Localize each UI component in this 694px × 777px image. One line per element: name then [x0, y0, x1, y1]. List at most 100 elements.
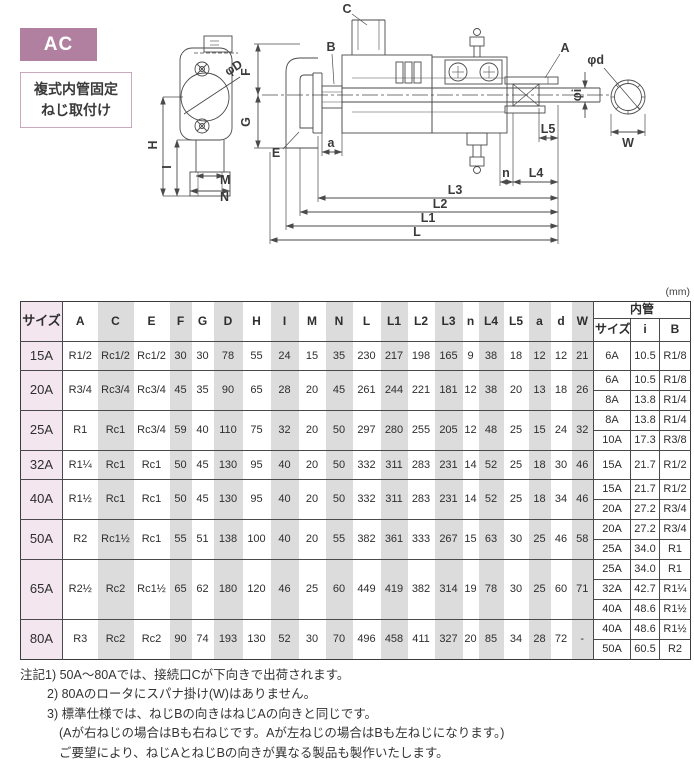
mounting-type-line1: 複式内管固定 — [34, 81, 118, 97]
dim-cell: 496 — [352, 619, 381, 660]
dim-cell: 62 — [191, 559, 214, 620]
dim-label-l: L — [413, 225, 421, 239]
dim-cell: Rc1½ — [97, 519, 134, 560]
dim-label-l3: L3 — [448, 183, 463, 197]
dim-cell: 48 — [478, 410, 504, 451]
dim-cell: 255 — [407, 410, 435, 451]
col-header-l4: L4 — [478, 301, 504, 342]
dim-cell: 72 — [550, 619, 572, 660]
main-section-view — [254, 13, 646, 244]
dim-cell: 65 — [242, 370, 271, 411]
inner-pipe-cell: 6A — [593, 370, 631, 391]
inner-pipe-cell: R2 — [658, 639, 691, 660]
dim-cell: 18 — [528, 479, 551, 520]
col-header-inner-2: B — [658, 318, 691, 342]
inner-pipe-cell: R1 — [658, 559, 691, 580]
dim-label-a: a — [328, 136, 336, 150]
size-cell: 32A — [20, 450, 63, 480]
inner-pipe-cell: 20A — [593, 499, 631, 520]
col-header-d: D — [213, 301, 243, 342]
dim-cell: 193 — [213, 619, 243, 660]
dim-cell: Rc3/4 — [133, 410, 170, 451]
dim-label-n: n — [502, 166, 510, 180]
dim-cell: 217 — [380, 341, 408, 371]
dim-cell: Rc1/2 — [133, 341, 170, 371]
dim-cell: 311 — [380, 450, 408, 480]
size-cell: 25A — [20, 410, 63, 451]
dim-cell: 45 — [169, 370, 192, 411]
inner-pipe-cell: 25A — [593, 559, 631, 580]
dim-cell: 244 — [380, 370, 408, 411]
dim-cell: Rc2 — [97, 559, 134, 620]
dim-cell: 14 — [462, 450, 479, 480]
dim-cell: 30 — [298, 619, 326, 660]
size-cell: 20A — [20, 370, 63, 411]
dim-cell: 382 — [407, 559, 435, 620]
size-cell: 50A — [20, 519, 63, 560]
dim-cell: 95 — [242, 450, 271, 480]
dim-cell: 34 — [550, 479, 572, 520]
dim-cell: 38 — [478, 341, 504, 371]
dim-cell: 75 — [242, 410, 271, 451]
dim-cell: 85 — [478, 619, 504, 660]
dim-cell: R1/2 — [62, 341, 98, 371]
col-header-c: C — [97, 301, 134, 342]
col-header-w: W — [571, 301, 594, 342]
inner-pipe-cell: 13.8 — [630, 410, 660, 431]
dim-cell: 59 — [169, 410, 192, 451]
dim-cell: 314 — [434, 559, 463, 620]
dim-cell: 50 — [169, 479, 192, 520]
dim-cell: 45 — [191, 450, 214, 480]
dim-cell: 19 — [462, 559, 479, 620]
notes: 注記1) 50A～80Aでは、接続口Cが下向きで出荷されます。2) 80Aのロー… — [20, 666, 670, 763]
dim-cell: 449 — [352, 559, 381, 620]
dim-cell: Rc3/4 — [133, 370, 170, 411]
inner-pipe-cell: 42.7 — [630, 579, 660, 600]
dim-cell: 110 — [213, 410, 243, 451]
dim-cell: 311 — [380, 479, 408, 520]
dim-cell: 74 — [191, 619, 214, 660]
col-header-l5: L5 — [503, 301, 529, 342]
dim-cell: 38 — [478, 370, 504, 411]
col-header-d: d — [550, 301, 572, 342]
dim-cell: Rc1 — [133, 450, 170, 480]
dim-cell: 18 — [550, 370, 572, 411]
dim-cell: 78 — [478, 559, 504, 620]
col-header-g: G — [191, 301, 214, 342]
size-cell: 15A — [20, 341, 63, 371]
type-badge: AC — [20, 28, 97, 61]
dim-cell: 28 — [528, 619, 551, 660]
technical-drawing: C B A E F G H I M N φD φd φi a n W L5 L4… — [146, 2, 646, 244]
dim-cell: Rc2 — [133, 619, 170, 660]
dim-cell: 65 — [169, 559, 192, 620]
dim-cell: 333 — [407, 519, 435, 560]
inner-pipe-cell: R3/8 — [658, 430, 691, 451]
dim-cell: Rc2 — [97, 619, 134, 660]
dim-label-h: H — [146, 140, 160, 149]
dim-cell: 30 — [503, 519, 529, 560]
dim-cell: 230 — [352, 341, 381, 371]
dim-cell: 58 — [571, 519, 594, 560]
dim-cell: 20 — [462, 619, 479, 660]
inner-pipe-cell: 50A — [593, 639, 631, 660]
inner-pipe-cell: R3/4 — [658, 499, 691, 520]
dim-cell: 231 — [434, 479, 463, 520]
dim-cell: 138 — [213, 519, 243, 560]
dim-cell: R1½ — [62, 479, 98, 520]
dim-cell: 45 — [191, 479, 214, 520]
dim-label-c: C — [342, 2, 351, 16]
dim-cell: 95 — [242, 479, 271, 520]
inner-pipe-cell: R1½ — [658, 599, 691, 620]
dim-cell: 45 — [325, 370, 353, 411]
dim-cell: R2 — [62, 519, 98, 560]
dim-label-phi-i: φi — [570, 89, 584, 101]
dim-label-b: B — [326, 40, 335, 54]
dim-cell: 30 — [191, 341, 214, 371]
dim-cell: 165 — [434, 341, 463, 371]
dim-cell: 55 — [169, 519, 192, 560]
col-header-l2: L2 — [407, 301, 435, 342]
note-line: ご要望により、ねじAとねじBの向きが異なる製品も製作いたします。 — [59, 745, 449, 760]
dim-cell: 382 — [352, 519, 381, 560]
col-header-a: A — [62, 301, 98, 342]
